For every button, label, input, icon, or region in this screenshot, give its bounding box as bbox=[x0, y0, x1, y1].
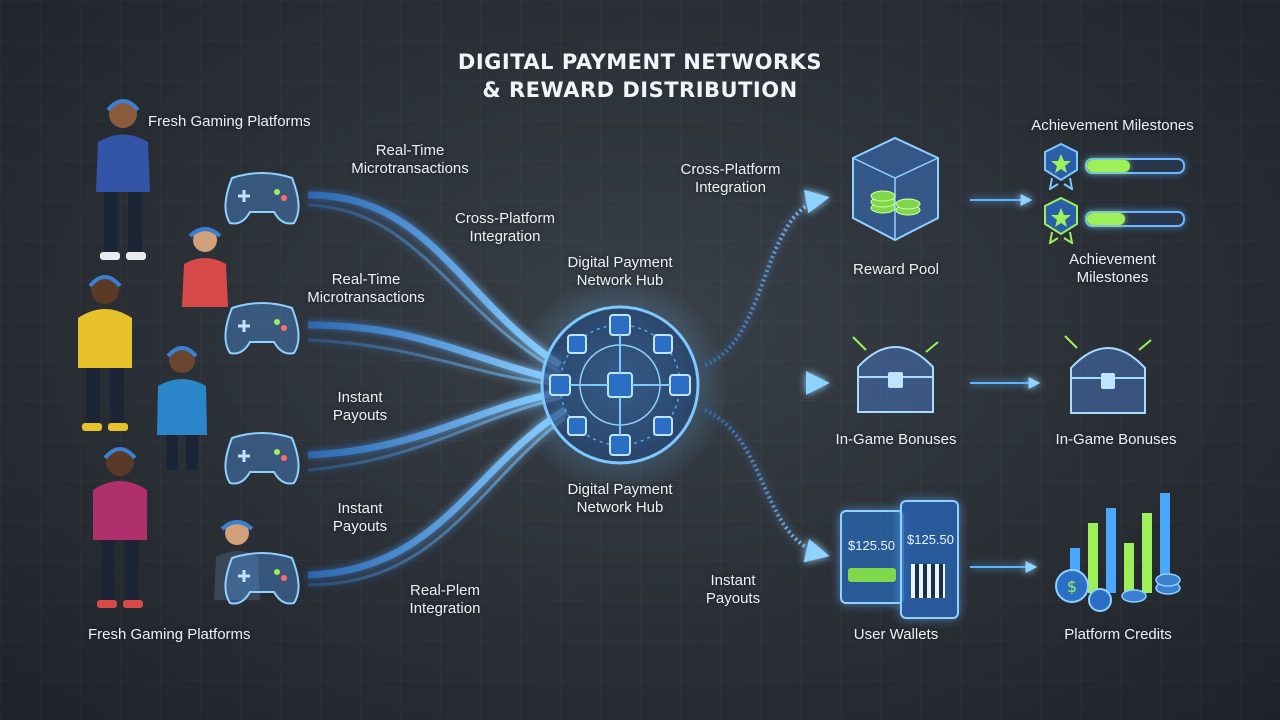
flow-out-wallet bbox=[704, 408, 830, 563]
award-ribbon-icon bbox=[1044, 142, 1078, 190]
label-platform-credits: Platform Credits bbox=[1064, 626, 1172, 643]
milestone-progress-bar-2 bbox=[1085, 211, 1185, 227]
gamepad-icon bbox=[224, 552, 300, 605]
gamer-avatar-icon bbox=[96, 99, 150, 260]
label-in-game-bonuses-1: In-Game Bonuses bbox=[835, 431, 957, 448]
label-achievement-top: Achievement Milestones bbox=[1031, 117, 1194, 134]
label-fresh-gaming-top: Fresh Gaming Platforms bbox=[148, 113, 311, 130]
bar-chart-coins-icon: $ bbox=[1055, 493, 1181, 612]
gamer-avatar-icon bbox=[157, 346, 207, 470]
wallet-amount-1: $125.50 bbox=[848, 538, 895, 553]
title-line-2: & REWARD DISTRIBUTION bbox=[482, 78, 798, 102]
label-user-wallets: User Wallets bbox=[853, 626, 939, 643]
gamepad-icon bbox=[224, 432, 300, 485]
page-title: DIGITAL PAYMENT NETWORKS & REWARD DISTRI… bbox=[390, 48, 890, 104]
award-ribbon-icon bbox=[1044, 196, 1078, 244]
flow-out-reward bbox=[704, 189, 830, 367]
label-reward-pool: Reward Pool bbox=[853, 261, 939, 278]
title-line-1: DIGITAL PAYMENT NETWORKS bbox=[457, 50, 823, 74]
label-fresh-gaming-bottom: Fresh Gaming Platforms bbox=[88, 626, 251, 643]
svg-text:$: $ bbox=[1067, 577, 1077, 596]
treasure-chest-icon bbox=[852, 336, 939, 413]
gamer-avatar-icon bbox=[182, 227, 228, 307]
wallet-card-icon: $125.50 $125.50 bbox=[835, 500, 960, 619]
gamepad-icon bbox=[224, 172, 300, 225]
label-in-game-bonuses-2: In-Game Bonuses bbox=[1055, 431, 1177, 448]
gamer-avatar-icon bbox=[93, 447, 147, 608]
milestone-progress-fill-1 bbox=[1087, 160, 1131, 172]
gamer-avatar-icon bbox=[78, 275, 132, 431]
coin-cube-icon bbox=[852, 136, 939, 242]
treasure-chest-icon bbox=[1064, 335, 1152, 414]
milestone-progress-bar-1 bbox=[1085, 158, 1185, 174]
network-hub-chip-icon bbox=[540, 305, 700, 465]
milestone-progress-fill-2 bbox=[1087, 213, 1126, 225]
gamepad-icon bbox=[224, 302, 300, 355]
wallet-amount-2: $125.50 bbox=[907, 532, 954, 547]
